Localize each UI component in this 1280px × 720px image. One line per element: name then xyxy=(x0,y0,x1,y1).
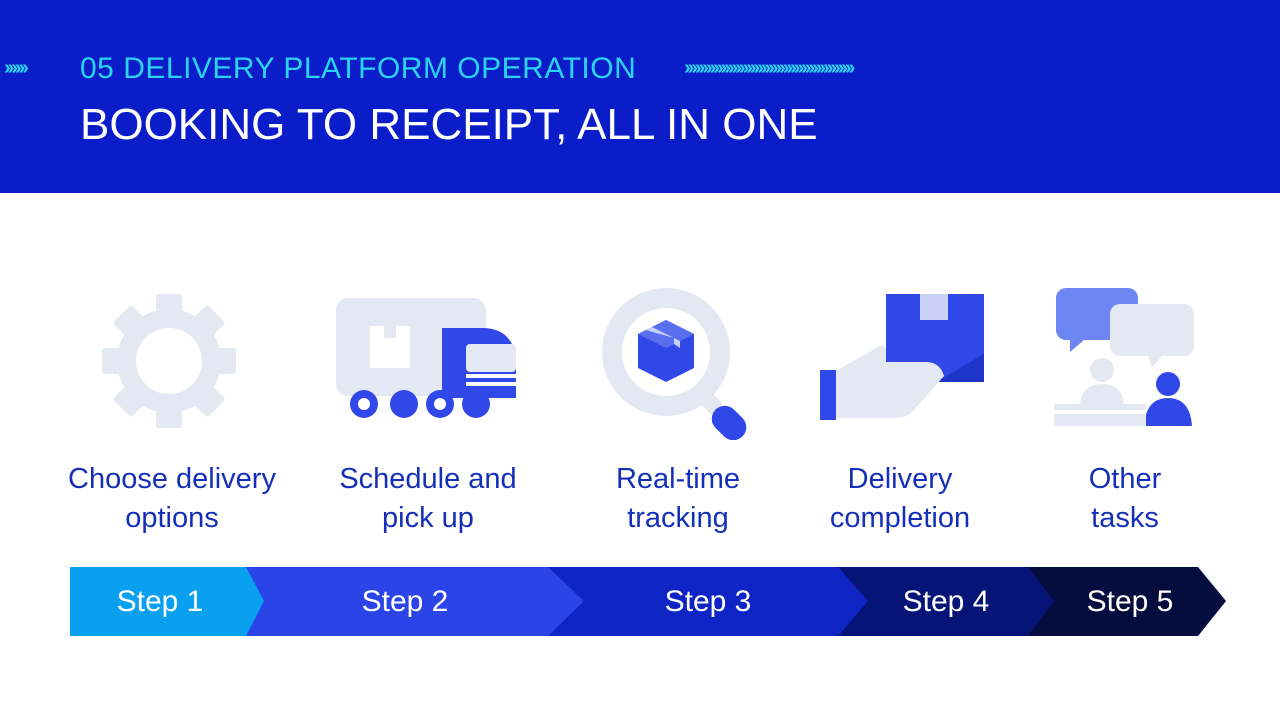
step-1-arrow xyxy=(70,567,264,636)
step-4-label: Delivery completion xyxy=(829,463,971,534)
step-5-tag: Step 5 xyxy=(1086,585,1174,618)
decorative-chevrons-right: ››››››››››››››››››››››››››››››››››››››››… xyxy=(684,57,855,79)
step-5-label: Other tasks xyxy=(1088,463,1162,534)
delivery-truck-icon xyxy=(336,298,518,418)
gear-icon xyxy=(102,294,236,428)
step-5-arrow xyxy=(1028,567,1226,636)
header-banner: ›››››› 05 DELIVERY PLATFORM OPERATION ››… xyxy=(0,0,1280,193)
step-4-tag: Step 4 xyxy=(902,585,990,618)
step-1-tag: Step 1 xyxy=(116,585,204,618)
step-3-label: Real-time tracking xyxy=(615,463,741,534)
step-2-arrow xyxy=(245,567,584,636)
step-4-arrow xyxy=(828,567,1054,636)
step-3-arrow xyxy=(546,567,868,636)
step-1-label: Choose delivery options xyxy=(68,463,276,534)
step-2-label: Schedule and pick up xyxy=(339,463,517,534)
step-3-tag: Step 3 xyxy=(664,585,752,618)
step-2-tag: Step 2 xyxy=(361,585,449,618)
hand-package-icon xyxy=(820,294,984,420)
page-title: BOOKING TO RECEIPT, ALL IN ONE xyxy=(80,100,818,149)
magnifier-box-icon xyxy=(602,288,747,440)
section-label: 05 DELIVERY PLATFORM OPERATION xyxy=(80,52,637,85)
decorative-chevrons-left: ›››››› xyxy=(4,57,29,79)
chat-people-icon xyxy=(1054,288,1194,426)
